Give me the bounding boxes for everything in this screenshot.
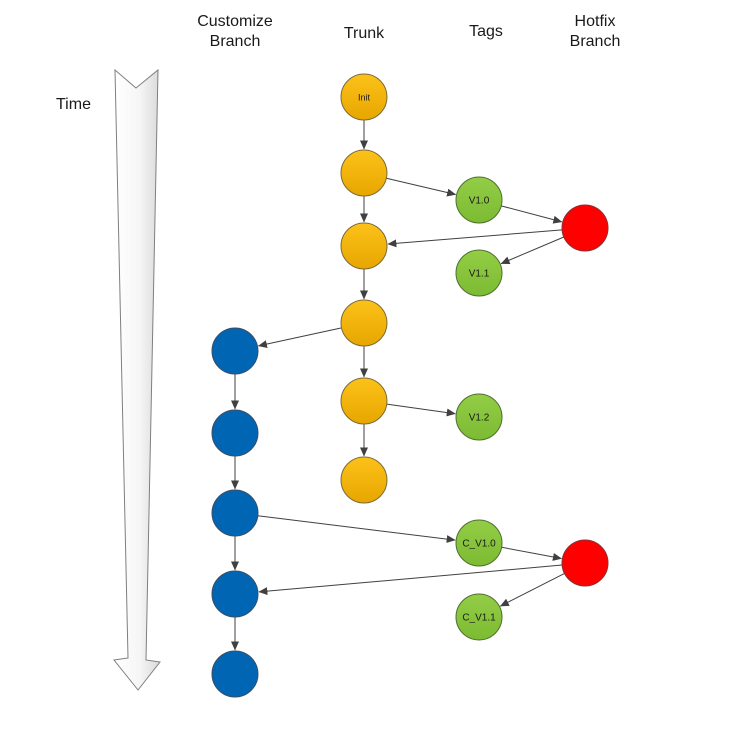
node-label-trunk-init: Init [358, 93, 371, 103]
edges [231, 120, 565, 651]
edge-hotfix_1-to-tag_v11 [500, 236, 565, 265]
edge-hotfix_2-to-cust_4 [258, 564, 563, 596]
edge-tag_v10-to-hotfix_1 [501, 205, 563, 224]
edge-tag_cv10-to-hotfix_2 [501, 546, 562, 561]
node-hotfix-1 [561, 204, 609, 252]
header-trunk: Trunk [343, 25, 385, 42]
node-trunk-4 [340, 299, 388, 347]
node-tag-v11 [455, 249, 503, 297]
edge-trunk_5-to-tag_v12 [386, 403, 456, 417]
edge-cust_3-to-tag_cv10 [257, 515, 456, 544]
node-trunk-3 [340, 222, 388, 270]
time-arrow [113, 68, 161, 691]
node-cust-4 [211, 570, 259, 618]
header-customize-branch: Customize Branch [197, 13, 273, 50]
node-tag-cv10 [455, 519, 503, 567]
node-tag-v12 [455, 393, 503, 441]
node-cust-2 [211, 409, 259, 457]
node-cust-1 [211, 327, 259, 375]
node-trunk-init [340, 73, 388, 121]
node-hotfix-2 [561, 539, 609, 587]
edge-trunk_4-to-cust_1 [257, 327, 342, 349]
node-label-tag-v11: V1.1 [469, 269, 490, 280]
node-label-tag-cv10: C_V1.0 [462, 539, 496, 550]
node-trunk-5 [340, 377, 388, 425]
header-tags: Tags [469, 23, 503, 40]
node-label-tag-v10: V1.0 [469, 196, 490, 207]
edge-trunk_2-to-tag_v10 [386, 177, 457, 197]
node-tag-cv11 [455, 593, 503, 641]
node-cust-3 [211, 489, 259, 537]
node-label-tag-cv11: C_V1.1 [462, 613, 496, 624]
edge-hotfix_1-to-trunk_3 [387, 229, 563, 248]
edge-hotfix_2-to-tag_cv11 [499, 572, 565, 607]
node-trunk-2 [340, 149, 388, 197]
node-trunk-6 [340, 456, 388, 504]
node-cust-5 [211, 650, 259, 698]
node-label-tag-v12: V1.2 [469, 413, 490, 424]
node-tag-v10 [455, 176, 503, 224]
time-label: Time [56, 96, 91, 113]
header-hotfix-branch: Hotfix Branch [569, 13, 621, 50]
